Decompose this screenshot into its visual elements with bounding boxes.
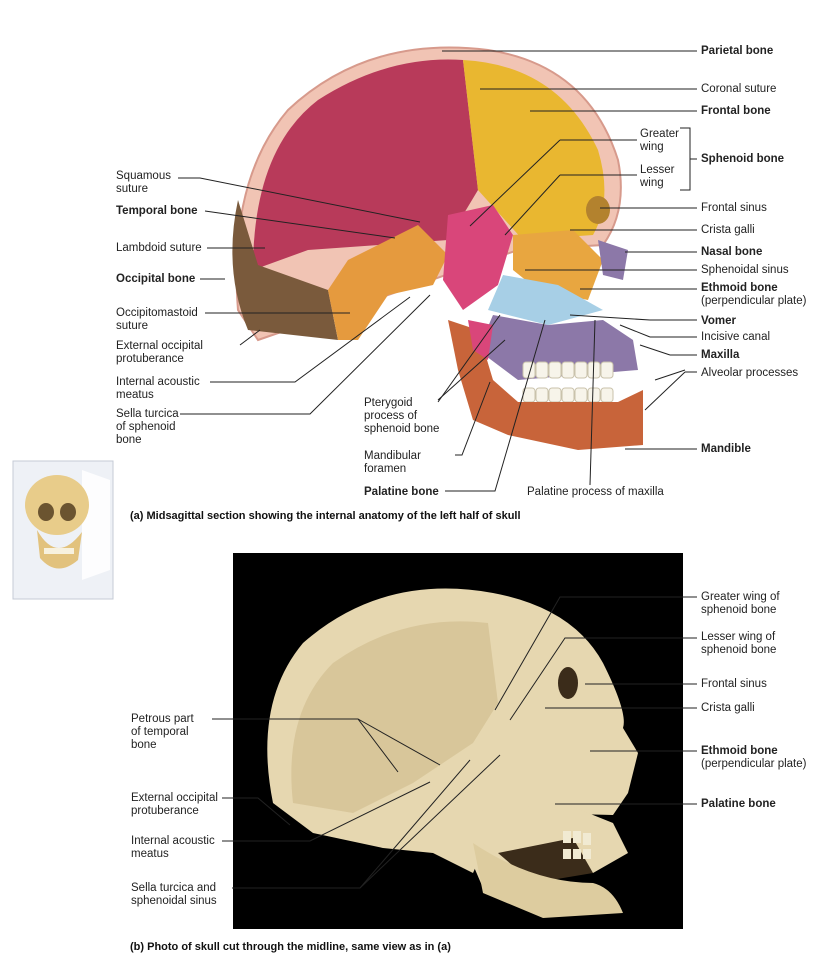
label-frontal-bone: Frontal bone <box>701 105 771 117</box>
label-occipital-bone: Occipital bone <box>116 273 196 285</box>
parietal-bone-region <box>253 59 478 270</box>
label-lesser-wing: Lesser wing <box>640 164 675 189</box>
label-coronal-suture: Coronal suture <box>701 83 777 95</box>
skull-photo-illustration <box>267 588 638 918</box>
caption-panel-a: (a) Midsagittal section showing the inte… <box>130 510 521 522</box>
label-nasal-bone: Nasal bone <box>701 246 763 258</box>
occipital-bone-region <box>232 200 338 340</box>
label-crista-galli: Crista galli <box>701 224 755 236</box>
skull-illustration <box>232 46 643 450</box>
label-petrous-part: Petrous part of temporal bone <box>131 713 194 751</box>
label-ethmoid-bone-photo: Ethmoid bone (perpendicular plate) <box>701 745 807 770</box>
label-external-occipital-protuberance: External occipital protuberance <box>116 340 203 365</box>
label-mandibular-foramen: Mandibular foramen <box>364 450 421 475</box>
label-greater-wing-photo: Greater wing of sphenoid bone <box>701 591 780 616</box>
label-frontal-sinus: Frontal sinus <box>701 202 767 214</box>
label-sella-turcica-photo: Sella turcica and sphenoidal sinus <box>131 882 217 907</box>
label-sphenoidal-sinus: Sphenoidal sinus <box>701 264 789 276</box>
temporal-bone-region <box>328 225 448 340</box>
label-occipitomastoid-suture: Occipitomastoid suture <box>116 307 198 332</box>
label-palatine-bone: Palatine bone <box>364 486 439 498</box>
label-maxilla: Maxilla <box>701 349 740 361</box>
label-temporal-bone: Temporal bone <box>116 205 198 217</box>
mandible-region <box>448 320 643 450</box>
caption-panel-b: (b) Photo of skull cut through the midli… <box>130 941 451 953</box>
label-palatine-process: Palatine process of maxilla <box>527 486 664 498</box>
label-sphenoid-bone: Sphenoid bone <box>701 153 785 165</box>
label-internal-acoustic-meatus: Internal acoustic meatus <box>116 376 200 401</box>
label-crista-galli-photo: Crista galli <box>701 702 755 714</box>
label-frontal-sinus-photo: Frontal sinus <box>701 678 767 690</box>
label-mandible: Mandible <box>701 443 751 455</box>
label-lesser-wing-photo: Lesser wing of sphenoid bone <box>701 631 777 656</box>
label-pterygoid-process: Pterygoid process of sphenoid bone <box>364 397 440 435</box>
skull-orientation-thumbnail <box>12 460 114 600</box>
label-greater-wing: Greater wing <box>640 128 679 153</box>
label-external-occipital-protuberance-photo: External occipital protuberance <box>131 792 218 817</box>
label-alveolar-processes: Alveolar processes <box>701 367 799 379</box>
label-sella-turcica: Sella turcica of sphenoid bone <box>116 408 179 446</box>
label-vomer: Vomer <box>701 315 736 327</box>
label-internal-acoustic-meatus-photo: Internal acoustic meatus <box>131 835 215 860</box>
label-squamous-suture: Squamous suture <box>116 170 171 195</box>
sphenoid-bone-region <box>443 205 513 310</box>
label-lambdoid-suture: Lambdoid suture <box>116 242 202 254</box>
label-incisive-canal: Incisive canal <box>701 331 771 343</box>
label-parietal-bone: Parietal bone <box>701 45 774 57</box>
vomer-region <box>488 275 603 325</box>
label-palatine-bone-photo: Palatine bone <box>701 798 776 810</box>
frontal-bone-region <box>463 60 605 240</box>
label-ethmoid-bone: Ethmoid bone (perpendicular plate) <box>701 282 807 307</box>
